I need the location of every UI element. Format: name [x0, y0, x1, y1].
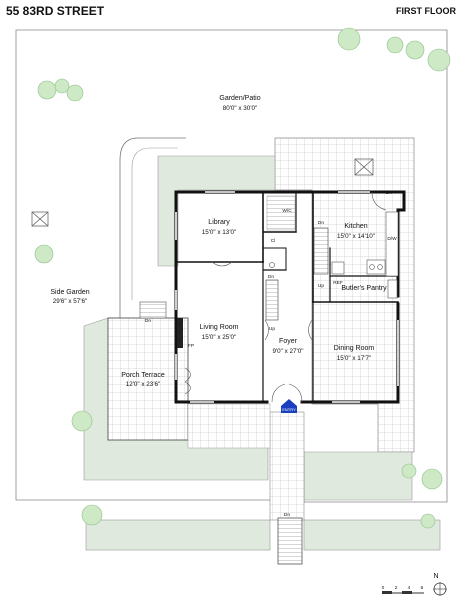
service-stair: [313, 227, 329, 275]
side-steps: [139, 301, 167, 319]
lawn-patio: [157, 155, 276, 267]
dining-room-label: Dining Room: [334, 345, 375, 352]
lawn-front-right: [303, 451, 413, 501]
library-dims: 15'0" x 13'0": [202, 229, 237, 236]
lawn-street-left: [85, 519, 271, 551]
main-stair-up-label: Up: [269, 326, 275, 332]
lawn-street-right: [303, 519, 441, 551]
fireplace-label: FP: [188, 343, 194, 349]
scale-bar: 0 2 4 6: [382, 585, 424, 594]
north-label: N: [433, 573, 438, 580]
refrigerator-label: REF: [333, 280, 343, 286]
patio-stair-down-label: Dn: [386, 190, 392, 196]
living-room-dims: 15'0" x 25'0": [202, 334, 237, 341]
living-room-label: Living Room: [200, 324, 239, 331]
scale-tick-4: 4: [408, 585, 411, 591]
garden-patio-dims: 80'0" x 30'0": [223, 105, 258, 112]
side-garden-dims: 29'6" x 57'6": [53, 298, 88, 305]
service-stair-down-label: Dn: [318, 220, 324, 226]
library-label: Library: [208, 219, 230, 226]
side-garden-label: Side Garden: [50, 289, 89, 296]
scale-tick-6: 6: [421, 585, 424, 591]
main-stair-down-label: Dn: [268, 274, 274, 280]
trees: [34, 27, 451, 529]
butlers-pantry-label: Butler's Pantry: [341, 285, 387, 292]
entry-label: ENTRY: [282, 407, 296, 412]
windows: [175, 191, 399, 403]
wc-label: W/C: [282, 208, 292, 214]
foyer-dims: 9'0" x 27'0": [272, 348, 303, 355]
garden-patio-label: Garden/Patio: [219, 95, 260, 102]
porch-terrace-dims: 12'0" x 23'6": [126, 381, 161, 388]
kitchen-dims: 15'0" x 14'10": [337, 233, 375, 240]
patio-tiles: [274, 137, 415, 453]
entry-arrow: [281, 399, 297, 406]
front-steps: [277, 517, 303, 565]
main-stair: [265, 279, 279, 321]
service-stair-up-label: Up: [318, 283, 324, 289]
side-steps-down-label: Dn: [145, 318, 151, 324]
scale-tick-2: 2: [395, 585, 398, 591]
door-swings: [184, 191, 387, 403]
foyer-label: Foyer: [279, 338, 298, 345]
kitchen-label: Kitchen: [344, 223, 367, 230]
front-walk: [269, 411, 305, 521]
kitchen-fixtures: [269, 211, 399, 299]
scale-tick-0: 0: [382, 585, 385, 591]
closet-label: Cl: [271, 238, 276, 244]
floor-title: FIRST FLOOR: [396, 6, 456, 16]
dining-room-dims: 15'0" x 17'7": [337, 355, 372, 362]
front-steps-down-label: Dn: [284, 512, 290, 518]
porch-terrace-label: Porch Terrace: [121, 372, 165, 379]
address-title: 55 83RD STREET: [6, 4, 105, 18]
dishwasher-label: D/W: [387, 236, 397, 242]
north-compass: N: [433, 573, 447, 596]
side-walkway: [108, 137, 186, 319]
fireplace: [177, 318, 183, 348]
